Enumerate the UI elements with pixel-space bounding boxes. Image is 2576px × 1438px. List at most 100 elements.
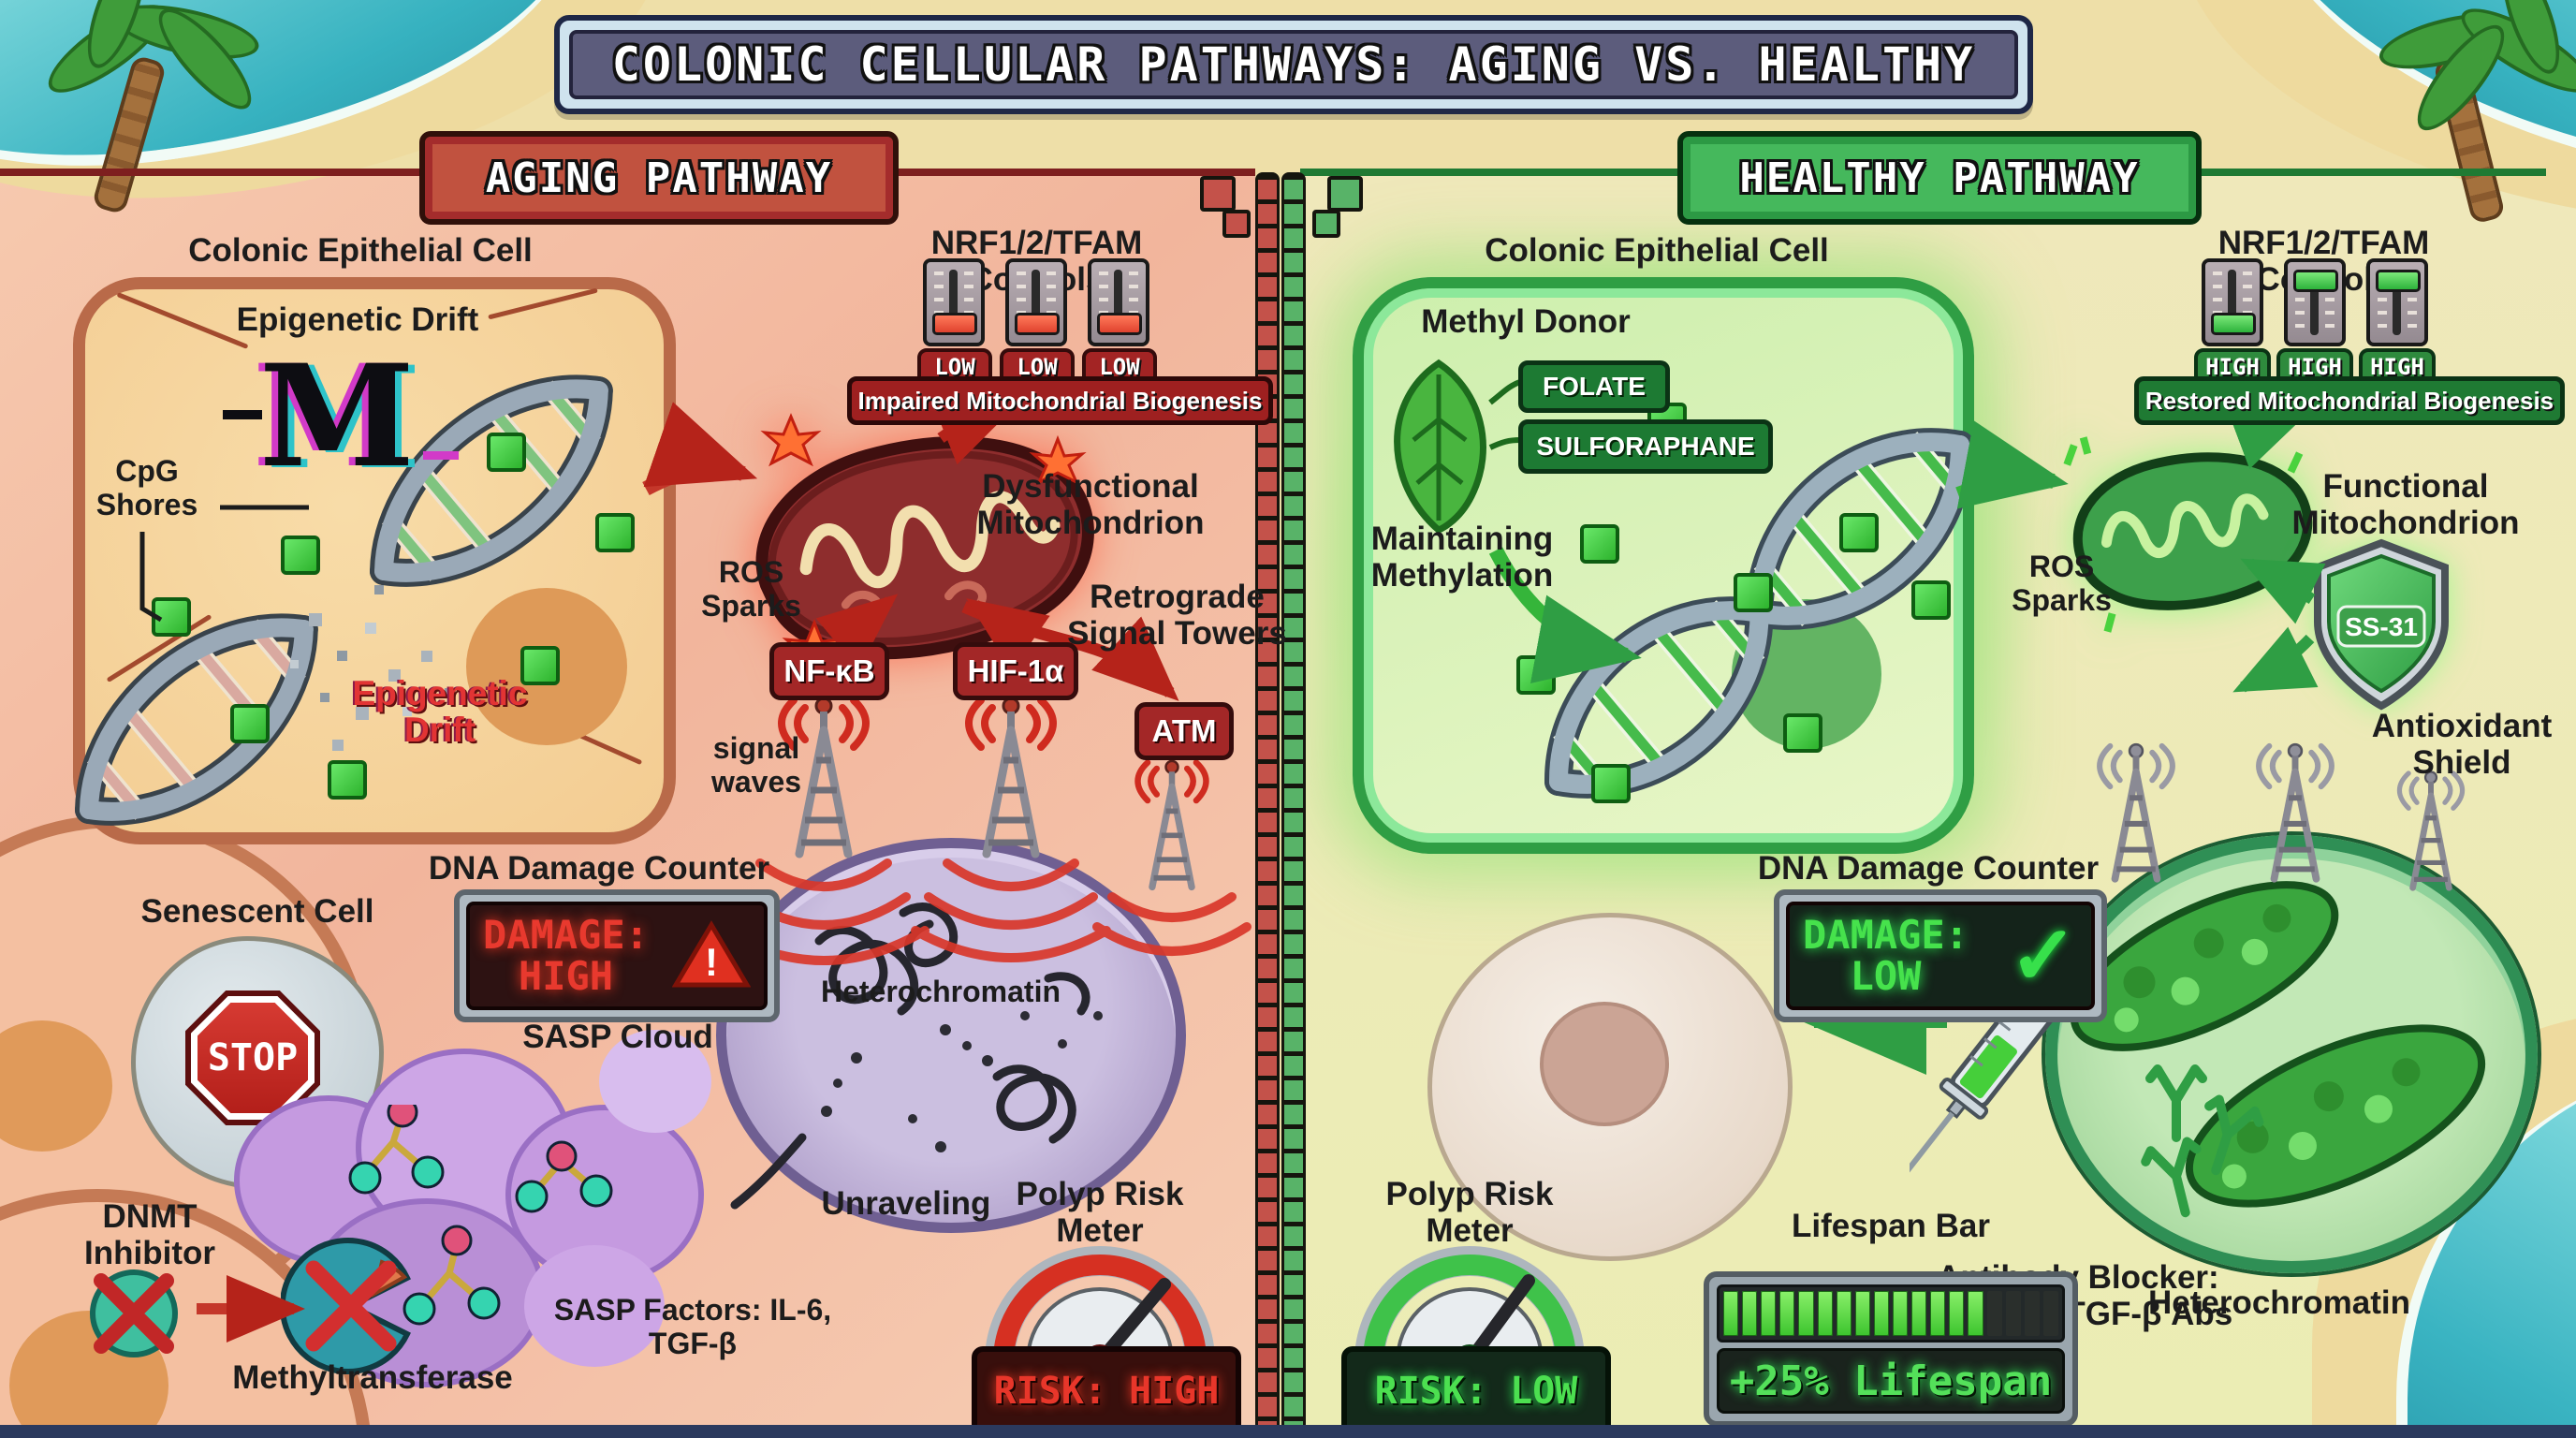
methyl-mark <box>1516 655 1556 695</box>
tfam-slider-healthy[interactable] <box>2366 258 2428 346</box>
aging-risk-gauge <box>985 1246 1215 1368</box>
methyl-mark <box>520 646 560 685</box>
healthy-dna-helix <box>1544 428 1974 799</box>
aging-ros-sparks-label: ROS Sparks <box>701 555 801 623</box>
methyl-mark <box>1591 764 1631 803</box>
restored-biogenesis-banner: Restored Mitochondrial Biogenesis <box>2134 376 2565 425</box>
cytokine-molecules <box>348 1105 613 1326</box>
nrf2-slider-aging[interactable] <box>1005 258 1067 346</box>
dnmt-inhibitor-label: DNMT Inhibitor <box>84 1198 215 1272</box>
methyl-donor-label: Methyl Donor <box>1421 303 1631 340</box>
aging-header-banner: AGING PATHWAY <box>419 131 899 225</box>
methyl-mark <box>1734 573 1773 612</box>
healthy-risk-gauge <box>1354 1246 1585 1368</box>
background-cell-nucleus <box>0 1020 112 1152</box>
target-cell-nucleus <box>1540 1002 1669 1126</box>
ss31-shield-icon: SS-31 <box>2314 538 2449 711</box>
sasp-cloud-blob <box>524 1245 665 1367</box>
aging-dna-helix <box>75 374 613 826</box>
aging-cell-label: Colonic Epithelial Cell <box>188 232 533 269</box>
inactive-tower-icon <box>2396 770 2466 891</box>
methyl-mark <box>1783 713 1822 753</box>
antioxidant-shield-label: Antioxidant Shield <box>2371 708 2553 782</box>
page-title: COLONIC CELLULAR PATHWAYS: AGING VS. HEA… <box>611 37 1976 92</box>
healthy-rule-right <box>2190 169 2546 176</box>
folate-badge: FOLATE <box>1518 360 1670 413</box>
sulforaphane-badge: SULFORAPHANE <box>1518 419 1773 474</box>
sasp-cloud-label: SASP Cloud <box>522 1019 713 1055</box>
nrf1-slider-aging[interactable] <box>923 258 985 346</box>
svg-text:!: ! <box>705 940 718 984</box>
methyl-mark <box>230 704 270 743</box>
damage-line1: DAMAGE: <box>483 911 650 958</box>
divider-chain-green <box>1281 172 1306 1438</box>
aging-risk-value: RISK: HIGH <box>972 1346 1241 1436</box>
damage-line1: DAMAGE: <box>1803 911 1969 958</box>
lifespan-value: +25% Lifespan <box>1717 1348 2065 1414</box>
stop-sign: STOP <box>185 990 320 1125</box>
inactive-tower-icon <box>2097 742 2175 883</box>
nrf1-slider-healthy[interactable] <box>2202 258 2263 346</box>
impaired-biogenesis-banner: Impaired Mitochondrial Biogenesis <box>847 376 1273 425</box>
leaf-icon <box>1394 359 1486 534</box>
methyl-mark <box>487 433 526 472</box>
lifespan-bar: +25% Lifespan <box>1704 1271 2078 1427</box>
bottom-edge <box>0 1425 2576 1438</box>
healthy-heterochromatin-label: Heterochromatin <box>2147 1284 2411 1321</box>
methyl-mark <box>1580 524 1619 564</box>
glitch-bar <box>223 410 262 419</box>
aging-header: AGING PATHWAY <box>485 154 833 202</box>
methyl-mark <box>281 536 320 575</box>
methyl-mark <box>1911 580 1951 620</box>
methyl-mark <box>328 760 367 800</box>
glitch-methyl-letter: M <box>258 334 416 499</box>
healthy-ros-sparks-label: ROS Sparks <box>2012 550 2112 617</box>
epigenetic-drift-label: Epigenetic Drift <box>236 301 479 338</box>
healthy-cell-label: Colonic Epithelial Cell <box>1485 232 1829 269</box>
hif1a-badge: HIF-1α <box>953 642 1078 700</box>
healthy-header: HEALTHY PATHWAY <box>1739 154 2140 202</box>
healthy-dna-damage-label: DNA Damage Counter <box>1757 850 2100 887</box>
sasp-factors-label: SASP Factors: IL-6, TGF-β <box>553 1293 832 1360</box>
maintaining-methylation-label: Maintaining Methylation <box>1370 521 1554 594</box>
aging-heterochromatin-label: Heterochromatin <box>820 975 1061 1008</box>
methyltransferase-icon <box>281 1238 411 1374</box>
healthy-header-banner: HEALTHY PATHWAY <box>1677 131 2202 225</box>
epigenetic-drift-glitch-text: Epigenetic Drift <box>352 674 528 749</box>
inactive-tower-icon <box>2256 742 2334 883</box>
signal-waves-label: signal waves <box>710 731 802 799</box>
functional-mito-label: Functional Mitochondrion <box>2291 468 2520 542</box>
methyl-mark <box>152 597 191 637</box>
nfkb-tower-icon <box>778 697 870 858</box>
nrf2-slider-healthy[interactable] <box>2284 258 2346 346</box>
divider-ornament <box>1312 210 1340 238</box>
glitch-bar <box>423 451 459 460</box>
dysfunctional-mito-label: Dysfunctional Mitochondrion <box>976 468 1205 542</box>
atm-tower-icon <box>1134 759 1209 891</box>
hif1a-tower-icon <box>965 697 1057 858</box>
lifespan-segments <box>1717 1284 2065 1343</box>
damage-line2: LOW <box>1850 953 1922 999</box>
divider-ornament <box>1222 210 1251 238</box>
antibody-icons <box>2141 1064 2264 1218</box>
ss31-label: SS-31 <box>2345 612 2418 641</box>
condensed-chromatin <box>2070 881 2486 1208</box>
sasp-cloud-blob <box>599 1030 711 1133</box>
methyltransferase-label: Methyltransferase <box>232 1359 513 1396</box>
warning-icon: ! <box>672 920 751 988</box>
divider-ornament <box>1200 176 1236 212</box>
aging-rule-right <box>887 169 1255 176</box>
unraveling-chromatin <box>730 902 1103 1210</box>
healthy-rule-left <box>1300 169 1677 176</box>
healthy-damage-counter: DAMAGE: LOW ✓ <box>1774 889 2107 1022</box>
unraveling-label: Unraveling <box>821 1185 991 1222</box>
healthy-polyp-meter-label: Polyp Risk Meter <box>1385 1176 1554 1250</box>
dissolving-pixels <box>290 585 455 751</box>
methyl-mark <box>1839 513 1879 552</box>
tfam-slider-aging[interactable] <box>1088 258 1149 346</box>
title-banner: COLONIC CELLULAR PATHWAYS: AGING VS. HEA… <box>554 15 2033 114</box>
dnmt-inhibitor-icon <box>90 1269 178 1357</box>
aging-damage-counter: DAMAGE: HIGH ! <box>454 889 780 1022</box>
divider-ornament <box>1327 176 1363 212</box>
